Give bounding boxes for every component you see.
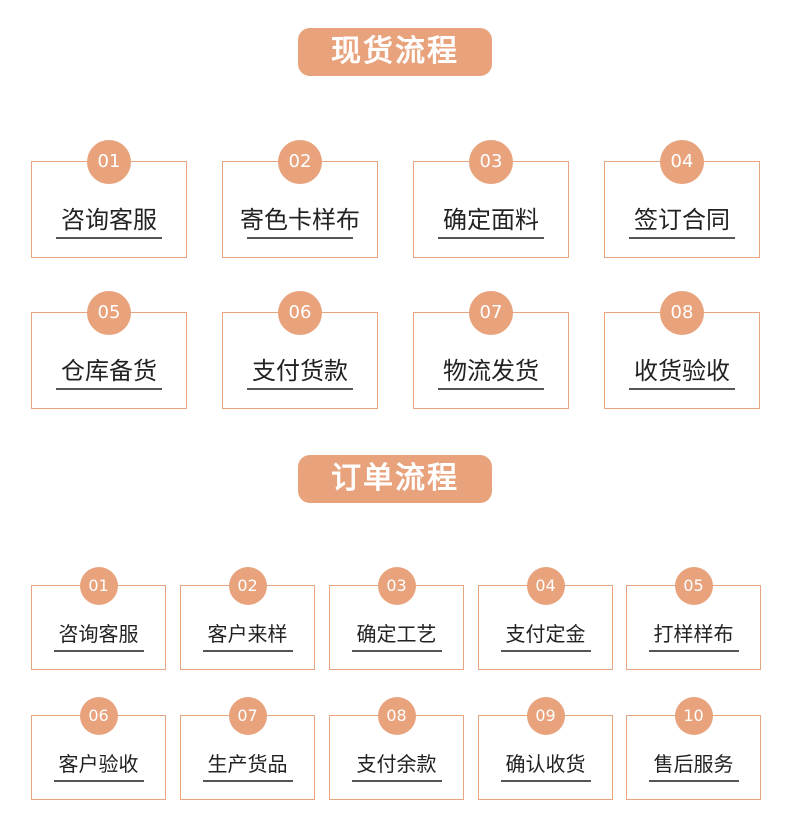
spot-step-card: 05 仓库备货 [31, 291, 187, 409]
order-step-card: 09 确认收货 [478, 697, 613, 800]
order-step-card: 10 售后服务 [626, 697, 761, 800]
step-label: 生产货品 [207, 752, 288, 776]
step-label: 寄色卡样布 [240, 206, 360, 234]
spot-step-card: 08 收货验收 [604, 291, 760, 409]
step-number-badge: 01 [87, 140, 131, 184]
step-number-badge: 09 [526, 697, 565, 735]
step-underline [247, 237, 353, 239]
step-number-badge: 07 [469, 291, 513, 335]
step-label: 确定面料 [443, 206, 539, 234]
step-underline [500, 650, 591, 652]
step-label: 收货验收 [634, 357, 730, 385]
step-label: 客户验收 [58, 752, 139, 776]
order-step-card: 03 确定工艺 [329, 567, 464, 670]
step-underline [202, 650, 293, 652]
step-label: 物流发货 [443, 357, 539, 385]
step-underline [56, 237, 162, 239]
step-underline [351, 650, 442, 652]
step-underline [53, 780, 144, 782]
section-title-order-process: 订单流程 [298, 455, 492, 503]
step-underline [648, 780, 739, 782]
step-number-badge: 05 [87, 291, 131, 335]
step-number-badge: 06 [79, 697, 118, 735]
spot-step-card: 04 签订合同 [604, 140, 760, 258]
step-label: 仓库备货 [61, 357, 157, 385]
step-label: 确定工艺 [356, 622, 437, 646]
section-title-spot-process: 现货流程 [298, 28, 492, 76]
step-number-badge: 03 [377, 567, 416, 605]
step-number-badge: 08 [377, 697, 416, 735]
step-underline [648, 650, 739, 652]
order-step-card: 07 生产货品 [180, 697, 315, 800]
step-number-badge: 10 [674, 697, 713, 735]
step-underline [500, 780, 591, 782]
order-step-card: 06 客户验收 [31, 697, 166, 800]
step-underline [202, 780, 293, 782]
step-underline [629, 388, 735, 390]
order-step-card: 04 支付定金 [478, 567, 613, 670]
spot-step-card: 03 确定面料 [413, 140, 569, 258]
step-label: 支付定金 [505, 622, 586, 646]
step-number-badge: 07 [228, 697, 267, 735]
step-number-badge: 04 [660, 140, 704, 184]
spot-step-card: 07 物流发货 [413, 291, 569, 409]
step-number-badge: 05 [674, 567, 713, 605]
step-number-badge: 04 [526, 567, 565, 605]
spot-step-card: 06 支付货款 [222, 291, 378, 409]
step-number-badge: 06 [278, 291, 322, 335]
step-label: 客户来样 [207, 622, 288, 646]
spot-step-card: 01 咨询客服 [31, 140, 187, 258]
step-number-badge: 02 [278, 140, 322, 184]
order-step-card: 08 支付余款 [329, 697, 464, 800]
step-label: 支付余款 [356, 752, 437, 776]
step-number-badge: 02 [228, 567, 267, 605]
step-underline [629, 237, 735, 239]
step-number-badge: 01 [79, 567, 118, 605]
step-label: 支付货款 [252, 357, 348, 385]
order-step-card: 01 咨询客服 [31, 567, 166, 670]
step-underline [247, 388, 353, 390]
step-label: 售后服务 [653, 752, 734, 776]
step-underline [351, 780, 442, 782]
step-underline [53, 650, 144, 652]
step-number-badge: 08 [660, 291, 704, 335]
step-label: 打样样布 [653, 622, 734, 646]
order-step-card: 05 打样样布 [626, 567, 761, 670]
step-number-badge: 03 [469, 140, 513, 184]
step-label: 咨询客服 [58, 622, 139, 646]
step-underline [438, 237, 544, 239]
spot-step-card: 02 寄色卡样布 [222, 140, 378, 258]
order-step-card: 02 客户来样 [180, 567, 315, 670]
step-label: 咨询客服 [61, 206, 157, 234]
step-label: 签订合同 [634, 206, 730, 234]
step-underline [56, 388, 162, 390]
step-underline [438, 388, 544, 390]
step-label: 确认收货 [505, 752, 586, 776]
